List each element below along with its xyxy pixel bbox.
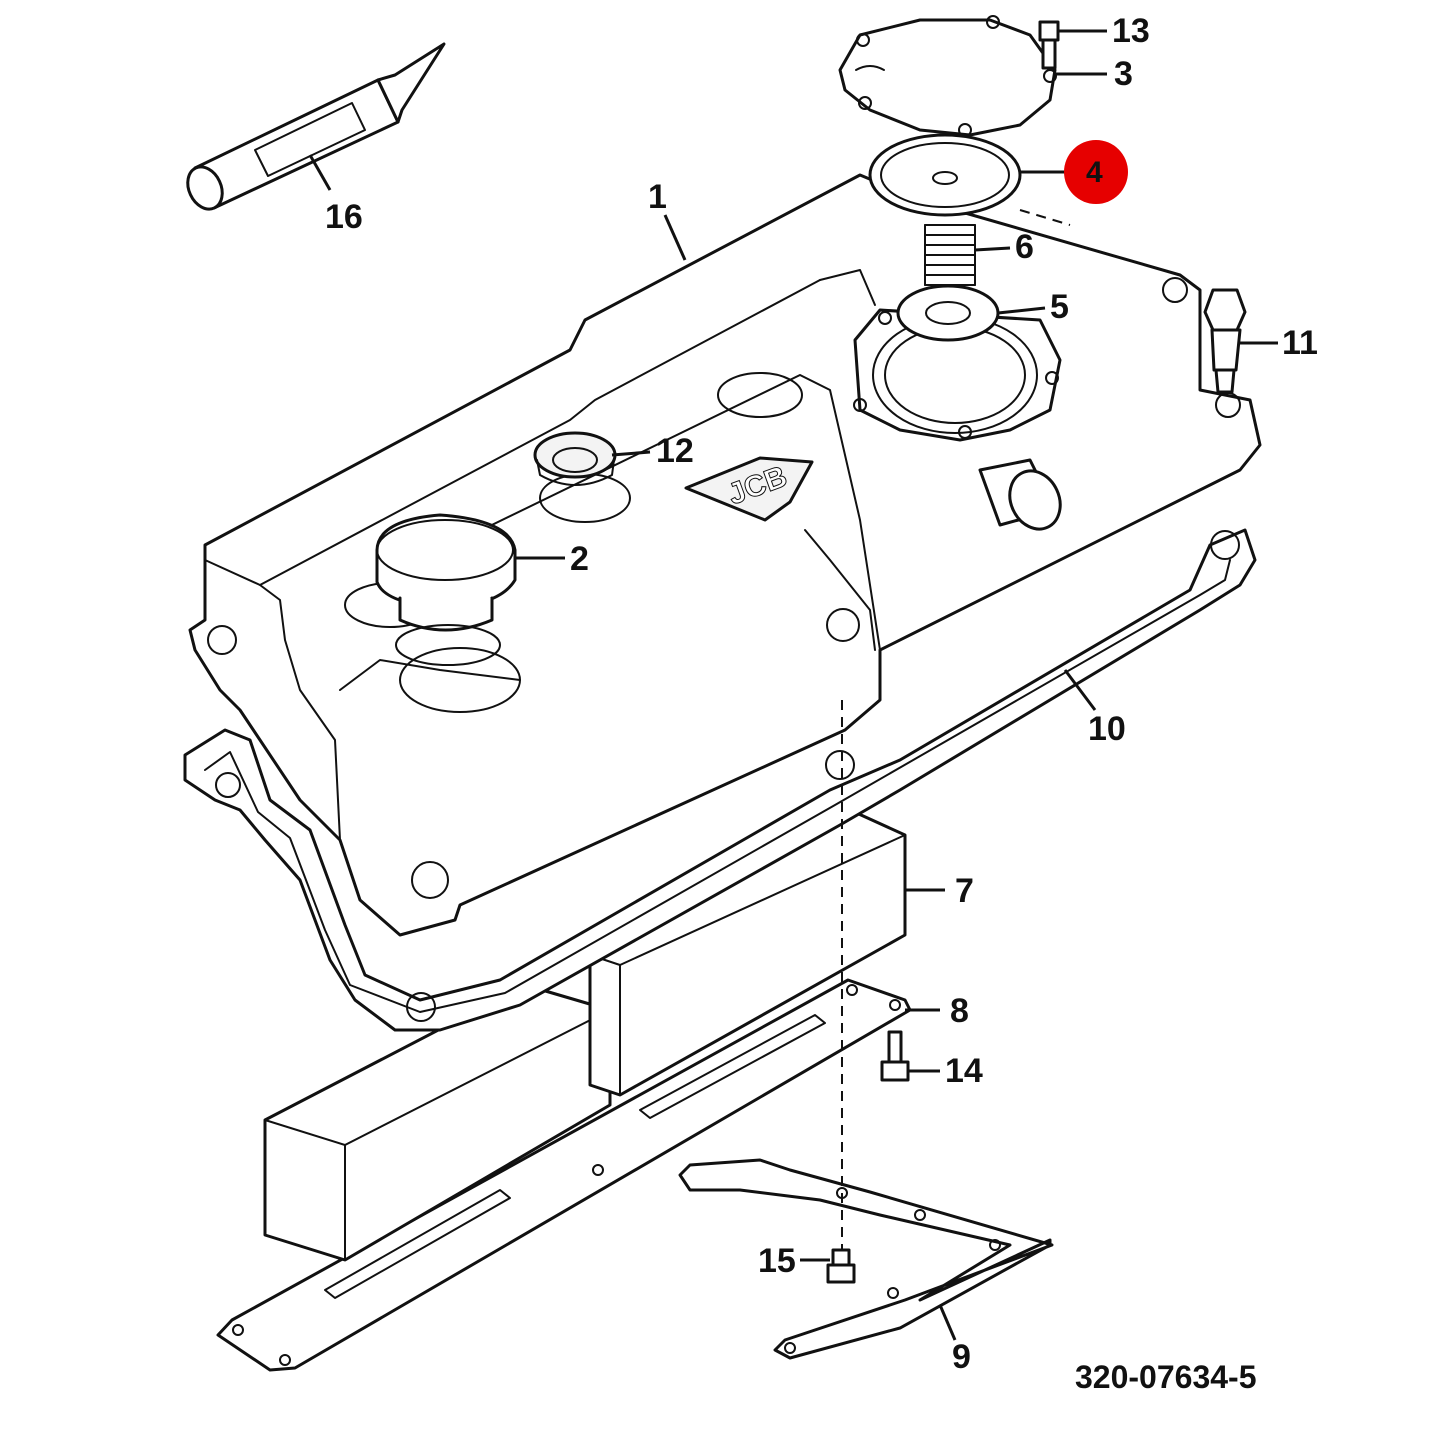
sealant-tube-part-16[interactable] [181,42,446,215]
spring-part-6[interactable] [924,224,976,286]
assembly-line-2 [1019,209,1071,226]
highlight-marker [1064,140,1128,204]
cover-gasket-part-10[interactable] [183,528,1257,1032]
callout-2[interactable]: 2 [570,540,589,578]
callout-14[interactable]: 14 [945,1052,983,1090]
callout-11[interactable]: 11 [1282,324,1318,362]
washer-part-5[interactable] [896,284,1000,342]
leader-lines [308,29,1278,1341]
callout-12[interactable]: 12 [656,432,694,470]
callout-10[interactable]: 10 [1088,710,1126,748]
breather-cover-part-3[interactable] [838,15,1057,137]
screw-part-13[interactable] [1038,20,1060,70]
bolt-part-14[interactable] [880,1030,910,1082]
callout-8[interactable]: 8 [950,992,969,1030]
diaphragm-part-4[interactable] [868,133,1022,217]
callout-4[interactable]: 4 [1086,156,1103,189]
rocker-cover-part-1[interactable]: JCB [188,173,1262,937]
drawing-number: 320-07634-5 [1075,1359,1256,1395]
callout-16[interactable]: 16 [325,198,363,236]
seal-part-12[interactable] [533,431,617,486]
base-plate-part-8[interactable] [216,978,912,1372]
callout-9[interactable]: 9 [952,1338,971,1376]
callout-15[interactable]: 15 [758,1242,796,1280]
callout-5[interactable]: 5 [1050,288,1069,326]
stud-part-11[interactable] [1203,288,1247,394]
callouts: 1 2 3 4 5 6 7 8 9 10 11 12 13 14 15 16 [325,12,1318,1376]
callout-1[interactable]: 1 [648,178,667,216]
callout-13[interactable]: 13 [1112,12,1150,50]
callout-3[interactable]: 3 [1114,55,1133,93]
foam-block-part-7[interactable] [263,808,907,1262]
screw-part-15[interactable] [826,1248,856,1284]
oil-cap-part-2[interactable] [375,513,517,666]
callout-7[interactable]: 7 [955,872,974,910]
callout-6[interactable]: 6 [1015,228,1034,266]
bracket-plate-part-9[interactable] [678,1158,1054,1360]
